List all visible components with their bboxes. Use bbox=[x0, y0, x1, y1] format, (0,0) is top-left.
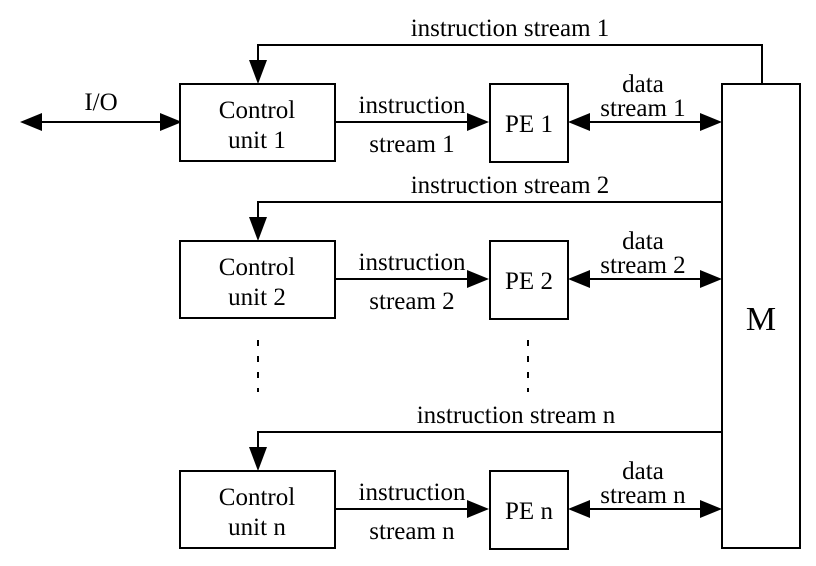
feedback-label-row-2: instruction stream 2 bbox=[411, 172, 610, 199]
instruction-arrow-head-row-2 bbox=[467, 270, 489, 288]
control-unit-box-row-1 bbox=[179, 83, 336, 162]
instruction-arrow-label-line2-row-n: stream n bbox=[369, 518, 455, 545]
pe-label-row-n: PE n bbox=[505, 498, 553, 525]
data-arrow-label-line1-row-1: data bbox=[622, 71, 664, 98]
io-label: I/O bbox=[84, 89, 117, 116]
memory-label: M bbox=[746, 301, 776, 338]
pe-box-row-n bbox=[489, 470, 569, 550]
pe-label-row-1: PE 1 bbox=[505, 111, 553, 138]
data-arrow-head-right-row-2 bbox=[700, 270, 722, 288]
control-unit-label-line2-row-n: unit n bbox=[228, 514, 286, 541]
control-unit-label-line1-row-2: Control bbox=[219, 254, 295, 281]
data-arrow-label-line2-row-2: stream 2 bbox=[600, 252, 685, 279]
control-unit-label-line1-row-1: Control bbox=[219, 97, 295, 124]
feedback-path-row-1 bbox=[257, 44, 763, 84]
data-arrow-label-line2-row-n: stream n bbox=[600, 482, 686, 509]
feedback-label-row-n: instruction stream n bbox=[417, 402, 616, 429]
feedback-label-row-1: instruction stream 1 bbox=[411, 15, 610, 42]
instruction-arrow-head-row-n bbox=[467, 500, 489, 518]
instruction-arrow-label-line2-row-2: stream 2 bbox=[369, 288, 454, 315]
feedback-arrow-head-row-1 bbox=[249, 60, 267, 84]
feedback-arrow-head-row-n bbox=[249, 447, 267, 471]
io-arrow-head-right bbox=[160, 113, 182, 131]
io-arrow-head-left bbox=[20, 113, 42, 131]
control-unit-label-line2-row-1: unit 1 bbox=[228, 127, 286, 154]
instruction-arrow-label-line1-row-1: instruction bbox=[359, 92, 466, 119]
feedback-path-row-2 bbox=[257, 201, 722, 227]
data-arrow-head-left-row-2 bbox=[568, 270, 590, 288]
data-arrow-head-right-row-1 bbox=[700, 113, 722, 131]
feedback-path-row-n bbox=[257, 431, 722, 457]
control-unit-label-line1-row-n: Control bbox=[219, 484, 295, 511]
data-arrow-head-left-row-n bbox=[568, 500, 590, 518]
instruction-arrow-label-line2-row-1: stream 1 bbox=[369, 131, 454, 158]
pe-label-row-2: PE 2 bbox=[505, 268, 553, 295]
data-arrow-label-line1-row-2: data bbox=[622, 228, 664, 255]
data-arrow-head-right-row-n bbox=[700, 500, 722, 518]
feedback-arrow-head-row-2 bbox=[249, 217, 267, 241]
instruction-arrow-head-row-1 bbox=[467, 113, 489, 131]
data-arrow-label-line2-row-1: stream 1 bbox=[600, 95, 685, 122]
instruction-arrow-label-line1-row-n: instruction bbox=[359, 479, 466, 506]
data-arrow-head-left-row-1 bbox=[568, 113, 590, 131]
pe-box-row-1 bbox=[489, 83, 569, 163]
control-unit-label-line2-row-2: unit 2 bbox=[228, 284, 286, 311]
pe-box-row-2 bbox=[489, 240, 569, 320]
memory-block bbox=[721, 83, 801, 549]
data-arrow-label-line1-row-n: data bbox=[622, 458, 664, 485]
instruction-arrow-label-line1-row-2: instruction bbox=[359, 249, 466, 276]
control-unit-box-row-2 bbox=[179, 240, 336, 319]
